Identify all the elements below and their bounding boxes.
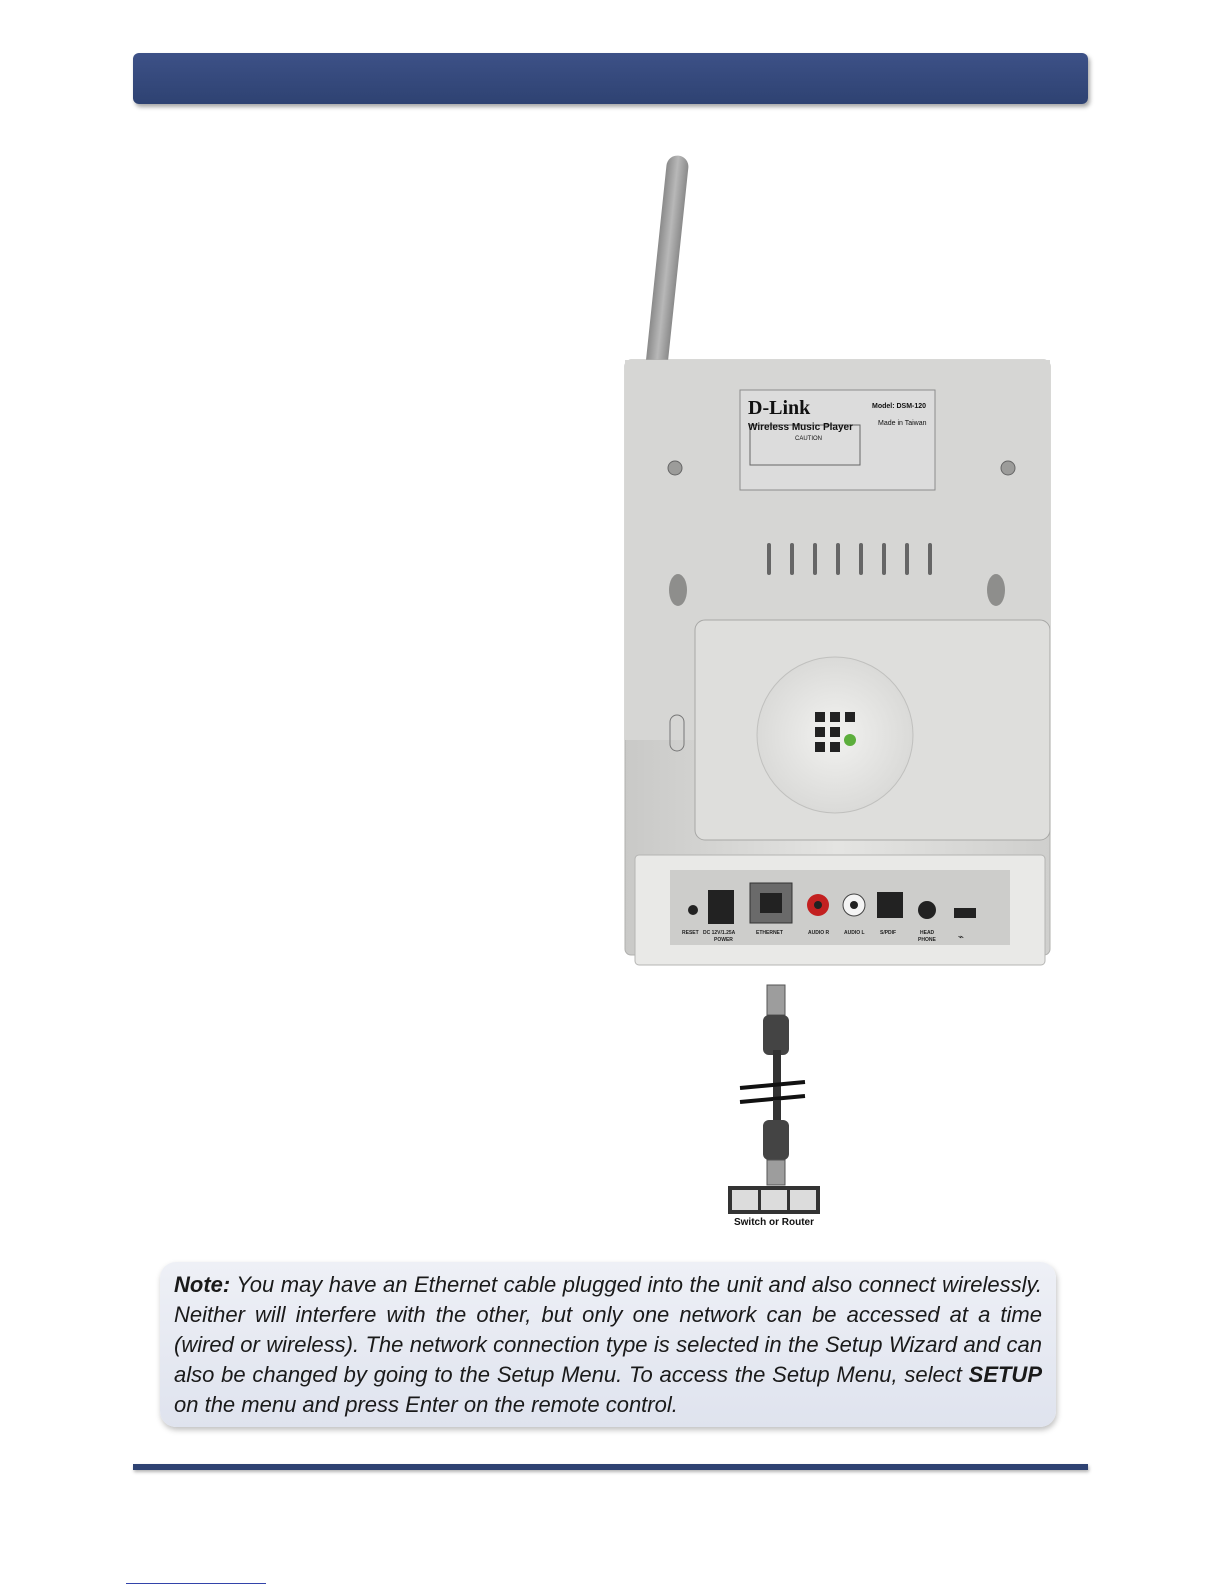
port-label-power: POWER <box>714 937 733 943</box>
port-panel <box>634 854 1046 966</box>
port-label-phone: PHONE <box>918 937 936 943</box>
footer-rule <box>133 1464 1088 1470</box>
router-label: Switch or Router <box>734 1217 814 1228</box>
note-body: You may have an Ethernet cable plugged i… <box>174 1272 1042 1387</box>
switch-router <box>728 1186 820 1214</box>
port-label-audio-l: AUDIO L <box>844 930 865 936</box>
note-label: Note: <box>174 1272 231 1297</box>
device-body <box>624 359 1051 956</box>
ethernet-cable <box>739 984 806 1186</box>
note-box: Note: You may have an Ethernet cable plu… <box>160 1262 1056 1427</box>
port-label-head: HEAD <box>920 930 935 936</box>
device-caution: CAUTION <box>795 436 822 442</box>
note-emphasis: SETUP <box>968 1362 1042 1387</box>
port-label-audio-r: AUDIO R <box>808 930 830 936</box>
device-origin: Made in Taiwan <box>878 420 927 427</box>
device-brand: D-Link <box>748 397 811 419</box>
port-label-spdif: S/PDIF <box>880 930 896 936</box>
usb-icon: ⌁ <box>958 932 964 943</box>
device-model: Model: DSM-120 <box>872 403 926 410</box>
device-rear-figure: D-Link Wireless Music Player Model: DSM-… <box>624 155 1051 1228</box>
device-product-name: Wireless Music Player <box>748 422 853 433</box>
note-text: Note: You may have an Ethernet cable plu… <box>174 1270 1042 1420</box>
port-label-reset: RESET <box>682 930 699 936</box>
bottom-link-underline <box>126 1583 266 1584</box>
port-label-ethernet: ETHERNET <box>756 930 783 936</box>
note-body-end: on the menu and press Enter on the remot… <box>174 1392 678 1417</box>
header-bar <box>133 53 1088 104</box>
port-label-dc: DC 12V/1.25A <box>703 930 736 936</box>
